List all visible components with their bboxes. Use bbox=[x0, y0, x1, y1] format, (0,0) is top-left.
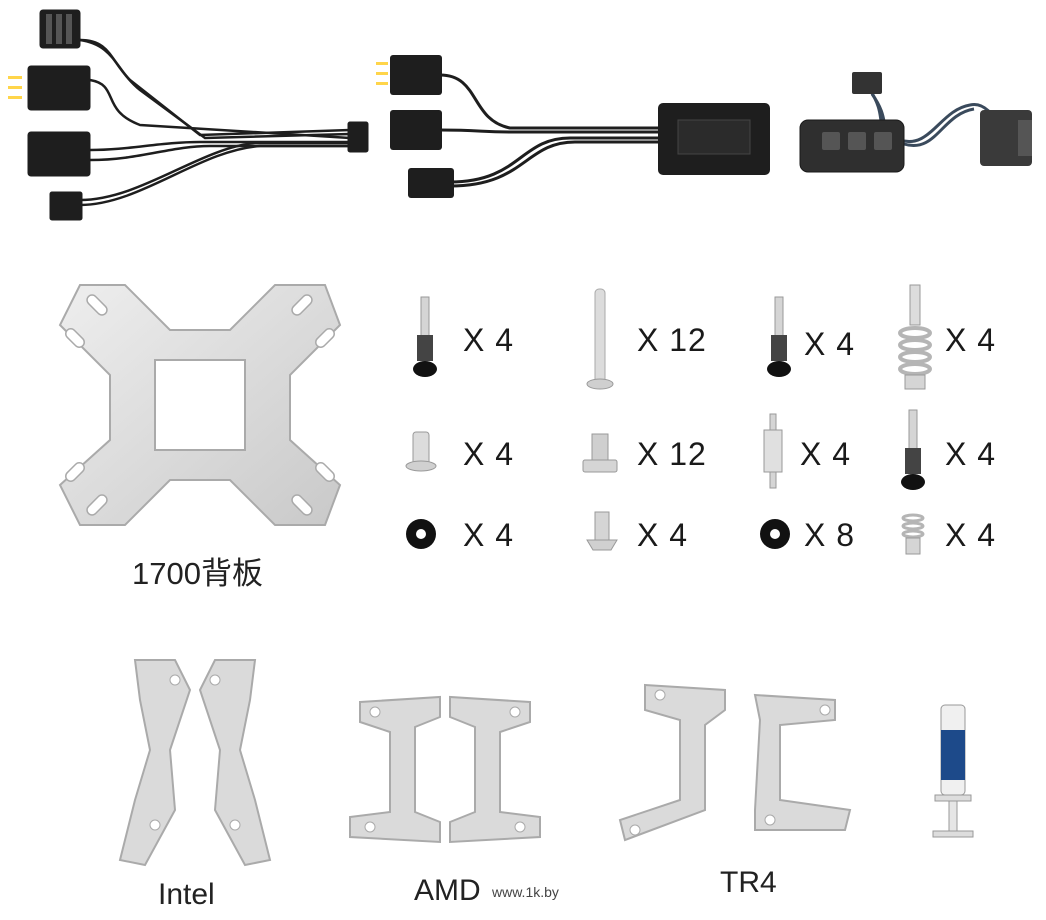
standoff-icon bbox=[767, 296, 791, 377]
hex-standoff-icon bbox=[763, 413, 783, 489]
intel-brackets-image bbox=[118, 659, 272, 867]
backplate-image bbox=[58, 284, 342, 526]
hardware-qty: X 4 bbox=[945, 322, 997, 358]
hardware-qty: X 12 bbox=[637, 436, 707, 472]
standoff-icon bbox=[413, 296, 437, 377]
thermal-paste-syringe-image bbox=[932, 704, 974, 838]
sleeve-icon bbox=[405, 431, 437, 472]
hardware-qty: X 4 bbox=[804, 326, 856, 362]
backplate-label: 1700背板 bbox=[132, 556, 263, 591]
hardware-qty: X 8 bbox=[804, 517, 856, 553]
hex-screw-icon bbox=[582, 433, 618, 473]
tr4-label: TR4 bbox=[720, 866, 777, 899]
hardware-qty: X 12 bbox=[637, 322, 707, 358]
flat-screw-icon bbox=[586, 511, 618, 551]
intel-label: Intel bbox=[158, 878, 215, 911]
hardware-qty: X 4 bbox=[463, 322, 515, 358]
rubber-washer-icon bbox=[406, 519, 436, 549]
hardware-qty: X 4 bbox=[945, 517, 997, 553]
amd-label: AMD bbox=[414, 874, 481, 907]
hardware-qty: X 4 bbox=[637, 517, 689, 553]
hardware-qty: X 4 bbox=[800, 436, 852, 472]
rubber-washer-icon bbox=[760, 519, 790, 549]
tr4-brackets-image bbox=[618, 683, 852, 842]
argb-hub-cable bbox=[376, 55, 770, 198]
small-spring-icon bbox=[901, 513, 925, 555]
spring-screw-icon bbox=[898, 284, 932, 390]
watermark-text: www.1k.by bbox=[492, 884, 559, 900]
long-pin-icon bbox=[586, 288, 614, 390]
controller-sata-cable bbox=[799, 72, 1032, 173]
hardware-qty: X 4 bbox=[463, 517, 515, 553]
hardware-qty: X 4 bbox=[945, 436, 997, 472]
amd-brackets-image bbox=[349, 695, 541, 844]
standoff-icon bbox=[901, 409, 925, 490]
hardware-qty: X 4 bbox=[463, 436, 515, 472]
fan-splitter-cable bbox=[8, 9, 369, 221]
